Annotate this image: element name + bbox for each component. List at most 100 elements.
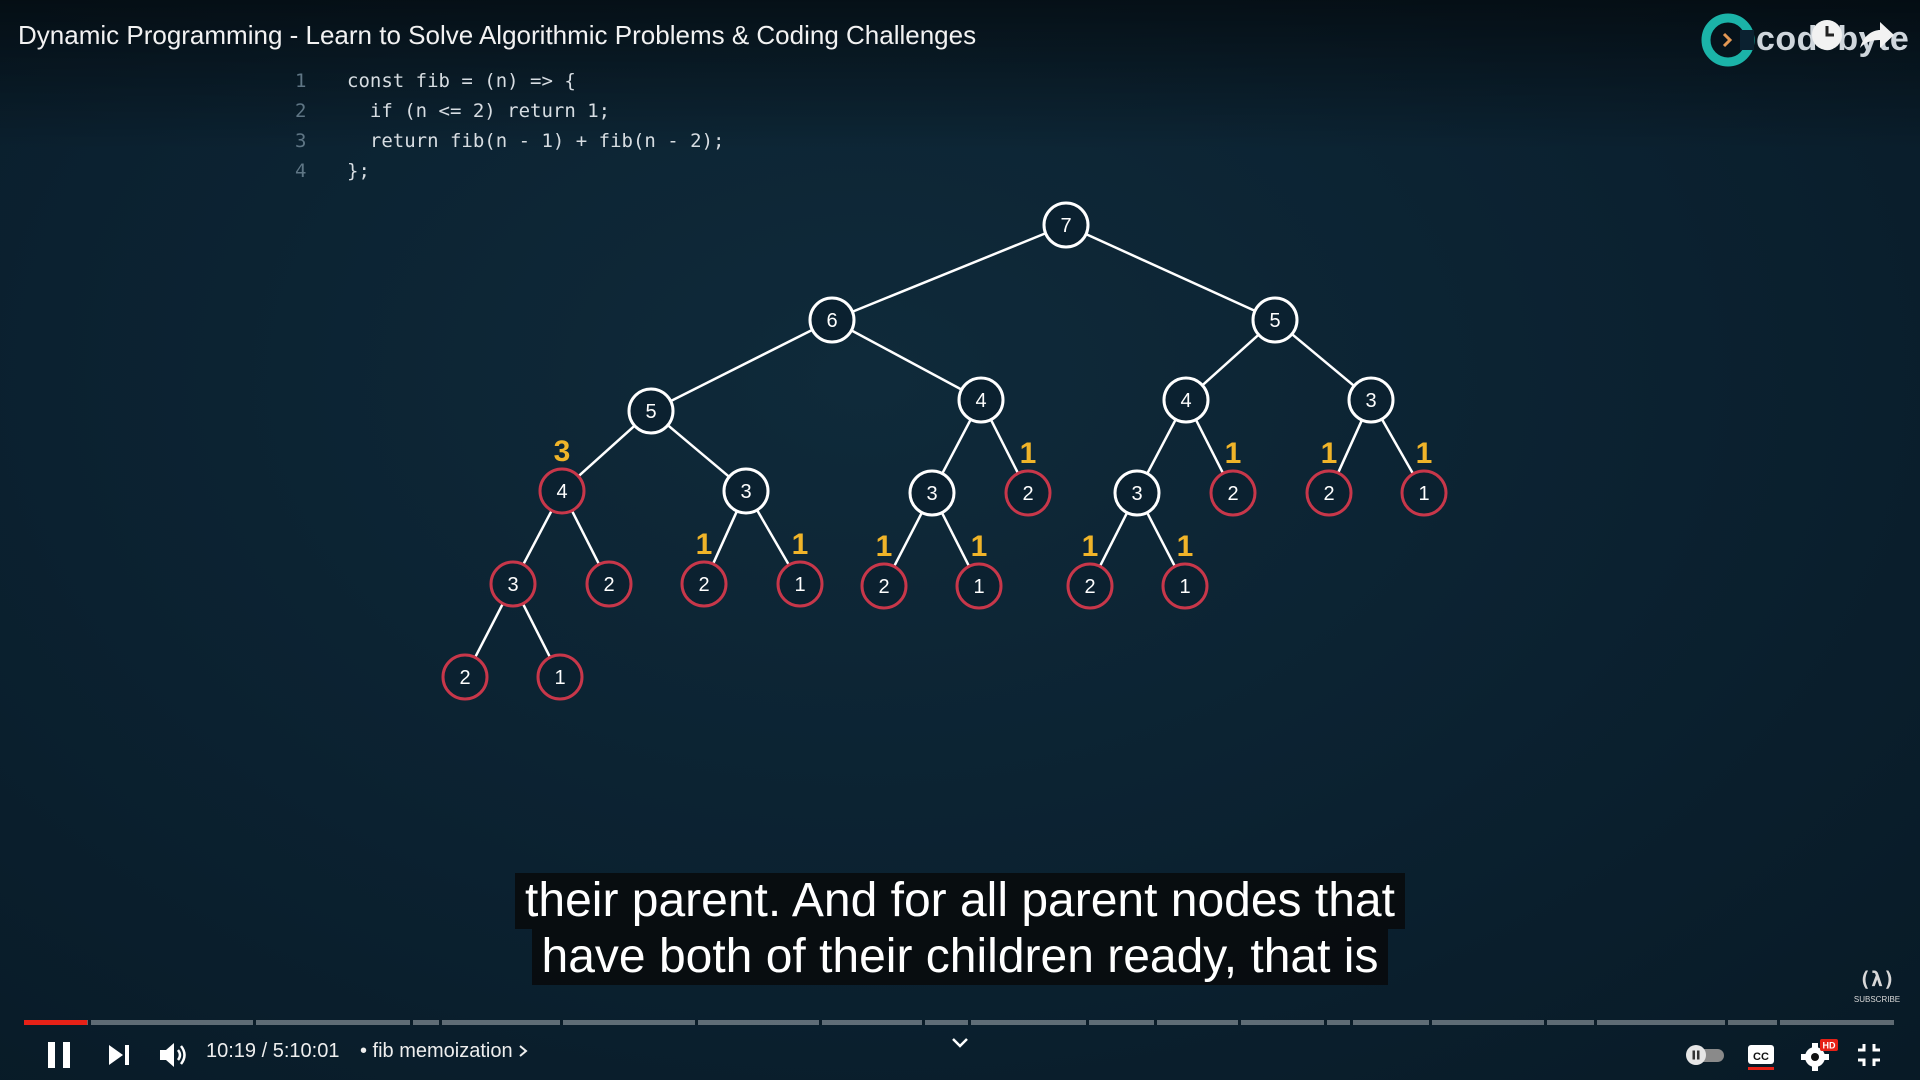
tree-edge <box>1201 333 1260 387</box>
chapter-gap <box>1086 1020 1089 1025</box>
chapter-gap <box>253 1020 256 1025</box>
chapter-gap <box>88 1020 91 1025</box>
tree-node <box>808 296 856 344</box>
tree-node-value: 2 <box>603 574 614 596</box>
tree-edge <box>521 603 552 658</box>
time-display: 10:19 / 5:10:01 <box>206 1040 340 1062</box>
video-title[interactable]: Dynamic Programming - Learn to Solve Alg… <box>18 20 977 50</box>
tree-edge <box>667 424 730 478</box>
chapter-gap <box>695 1020 698 1025</box>
chapter-title[interactable]: • fib memoization <box>360 1040 528 1063</box>
hd-badge: HD <box>1823 1041 1836 1051</box>
caption-line-1: their parent. And for all parent nodes t… <box>515 873 1405 929</box>
tree-node <box>1400 469 1448 517</box>
player-controls: CC HD <box>0 1030 1920 1080</box>
tree-node-value: 1 <box>1418 483 1429 505</box>
chapter-gap <box>1154 1020 1157 1025</box>
tree-node <box>1066 562 1114 610</box>
svg-text:(λ): (λ) <box>1859 967 1895 991</box>
chevron-right-icon <box>519 1045 528 1057</box>
chapter-label: • fib memoization <box>360 1040 513 1062</box>
return-value-label: 1 <box>876 530 893 563</box>
tree-node-value: 5 <box>1269 310 1280 332</box>
exit-fullscreen-icon[interactable] <box>1856 1042 1882 1068</box>
code-text: if (n <= 2) return 1; <box>347 100 611 122</box>
code-text: }; <box>347 160 370 182</box>
tree-node-value: 3 <box>1365 390 1376 412</box>
tree-node-value: 1 <box>973 576 984 598</box>
tree-edge <box>711 510 739 565</box>
return-value-label: 1 <box>1082 530 1099 563</box>
brand-logo-icon <box>1701 13 1755 67</box>
return-value-label: 3 <box>554 435 571 468</box>
tree-edge <box>1146 418 1177 475</box>
tree-node-value: 3 <box>1131 483 1142 505</box>
tree-node <box>489 560 537 608</box>
tree-edge <box>1145 511 1177 568</box>
progress-bar[interactable] <box>24 1020 1894 1025</box>
line-number: 4 <box>295 160 307 182</box>
code-line: 2 if (n <= 2) return 1; <box>295 96 725 126</box>
tree-node <box>1161 562 1209 610</box>
tree-node-value: 2 <box>878 576 889 598</box>
tree-edge <box>522 509 553 566</box>
tree-node <box>860 562 908 610</box>
chapter-gap <box>1725 1020 1728 1025</box>
next-icon[interactable] <box>106 1042 132 1068</box>
tree-edge <box>851 232 1047 313</box>
tree-node-value: 1 <box>554 667 565 689</box>
tree-node <box>536 653 584 701</box>
tree-edge <box>850 329 963 391</box>
chapter-gap <box>922 1020 925 1025</box>
tree-node <box>1347 376 1395 424</box>
tree-node-value: 2 <box>459 667 470 689</box>
chapter-gap <box>1777 1020 1780 1025</box>
chapter-gap <box>560 1020 563 1025</box>
chapter-gap <box>1324 1020 1327 1025</box>
tree-node-value: 2 <box>1084 576 1095 598</box>
return-value-label: 1 <box>1225 437 1242 470</box>
play-pause-icon[interactable] <box>46 1040 72 1070</box>
chapter-gap <box>1544 1020 1547 1025</box>
tree-node-value: 2 <box>1323 483 1334 505</box>
tree-edge <box>1380 418 1415 475</box>
tree-node-value: 4 <box>556 481 567 503</box>
volume-icon[interactable] <box>158 1041 188 1069</box>
tree-edge <box>940 512 971 567</box>
code-line: 4}; <box>295 156 725 186</box>
watch-later-icon[interactable] <box>1810 18 1844 52</box>
tree-node-value: 1 <box>794 574 805 596</box>
chapter-gap <box>1238 1020 1241 1025</box>
captions-icon[interactable]: CC <box>1746 1042 1776 1070</box>
tree-node-value: 7 <box>1060 215 1071 237</box>
tree-node <box>957 376 1005 424</box>
tree-node <box>722 467 770 515</box>
tree-node <box>627 387 675 435</box>
share-icon[interactable] <box>1856 18 1896 52</box>
tree-node-value: 3 <box>926 483 937 505</box>
subscribe-icon[interactable]: (λ) SUBSCRIBE <box>1854 966 1900 1006</box>
tree-node-value: 2 <box>1022 483 1033 505</box>
code-text: const fib = (n) => { <box>347 70 576 92</box>
autoplay-toggle-icon[interactable] <box>1684 1043 1726 1067</box>
tree-node <box>776 560 824 608</box>
tree-edge <box>1336 419 1364 474</box>
captions: their parent. And for all parent nodes t… <box>0 873 1920 985</box>
tree-edge <box>670 328 813 403</box>
settings-icon[interactable]: HD <box>1800 1038 1838 1072</box>
return-value-label: 1 <box>971 530 988 563</box>
return-value-label: 1 <box>792 528 809 561</box>
chapter-gap <box>439 1020 442 1025</box>
tree-edge <box>1291 333 1355 387</box>
tree-node <box>1113 469 1161 517</box>
tree-edge <box>755 509 791 566</box>
chapter-gap <box>1594 1020 1597 1025</box>
tree-edge <box>1098 512 1129 567</box>
tree-node <box>1209 469 1257 517</box>
chapter-gap <box>1429 1020 1432 1025</box>
chevron-down-icon[interactable] <box>950 1036 970 1050</box>
tree-edge <box>473 602 505 659</box>
tree-node <box>1305 469 1353 517</box>
tree-node-value: 4 <box>1180 390 1191 412</box>
